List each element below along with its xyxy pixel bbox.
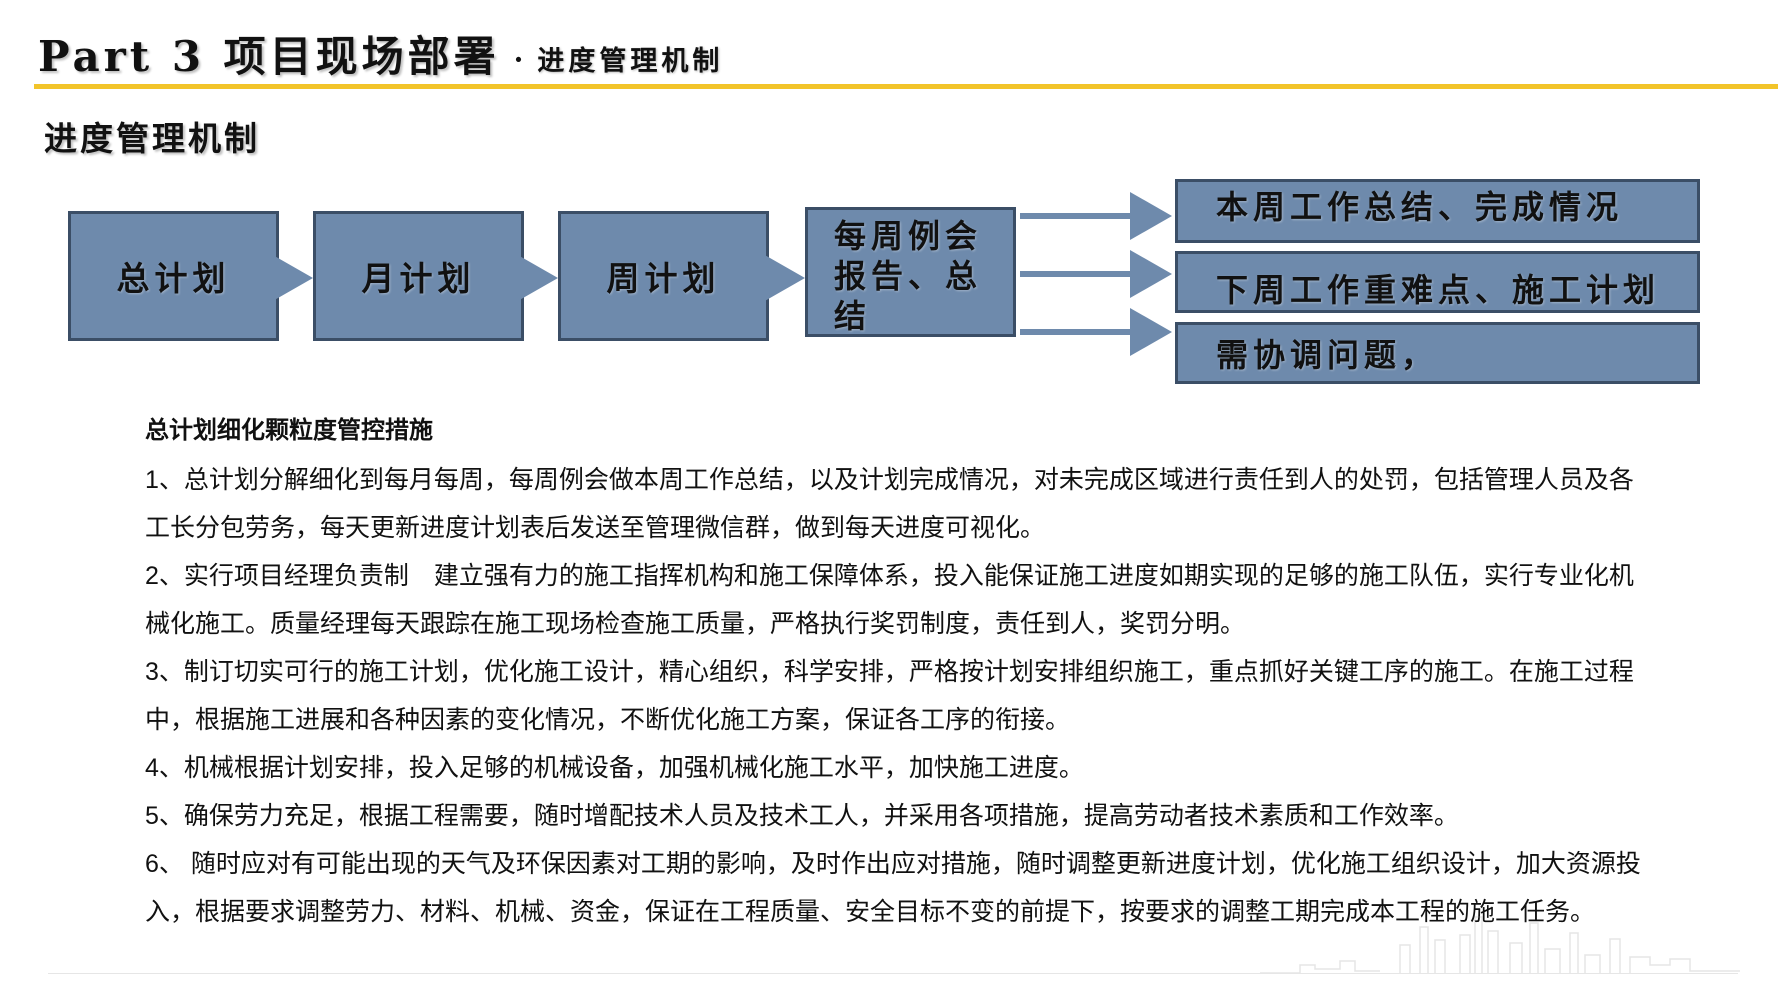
flow-output-this-week: 本周工作总结、完成情况 xyxy=(1175,179,1700,243)
part-subtitle: 进度管理机制 xyxy=(537,46,724,77)
part-title: Part 3 项目现场部署 xyxy=(38,32,500,81)
measure-item: 5、确保劳力充足，根据工程需要，随时增配技术人员及技术工人，并采用各项措施，提高… xyxy=(145,802,1459,830)
flow-step-weekly-meeting: 每周例会报告、总结 xyxy=(805,207,1016,337)
measures-title: 总计划细化颗粒度管控措施 xyxy=(145,417,433,444)
flow-step-monthly-plan: 月计划 xyxy=(313,211,524,341)
flow-output-next-week: 下周工作重难点、施工计划 xyxy=(1175,251,1700,313)
measure-item: 6、 随时应对有可能出现的天气及环保因素对工期的影响，及时作出应对措施，随时调整… xyxy=(145,850,1641,926)
section-title: 进度管理机制 xyxy=(44,119,260,158)
measure-item: 4、机械根据计划安排，投入足够的机械设备，加强机械化施工水平，加快施工进度。 xyxy=(145,754,1084,782)
city-skyline-decoration xyxy=(1260,916,1740,974)
measure-item: 2、实行项目经理负责制 建立强有力的施工指挥机构和施工保障体系，投入能保证施工进… xyxy=(145,562,1634,638)
title-separator: · xyxy=(513,43,524,76)
measure-item: 3、制订切实可行的施工计划，优化施工设计，精心组织，科学安排，严格按计划安排组织… xyxy=(145,658,1634,734)
slide-header: Part 3 项目现场部署 · 进度管理机制 xyxy=(38,24,723,84)
flow-step-weekly-plan: 周计划 xyxy=(558,211,769,341)
flow-output-coordination: 需协调问题， xyxy=(1175,322,1700,384)
flow-step-master-plan: 总计划 xyxy=(68,211,279,341)
control-measures: 总计划细化颗粒度管控措施 1、总计划分解细化到每月每周，每周例会做本周工作总结，… xyxy=(145,412,1645,936)
measure-item: 1、总计划分解细化到每月每周，每周例会做本周工作总结，以及计划完成情况，对未完成… xyxy=(145,466,1634,542)
header-accent-rule xyxy=(34,84,1778,89)
bottom-divider xyxy=(48,973,1738,974)
